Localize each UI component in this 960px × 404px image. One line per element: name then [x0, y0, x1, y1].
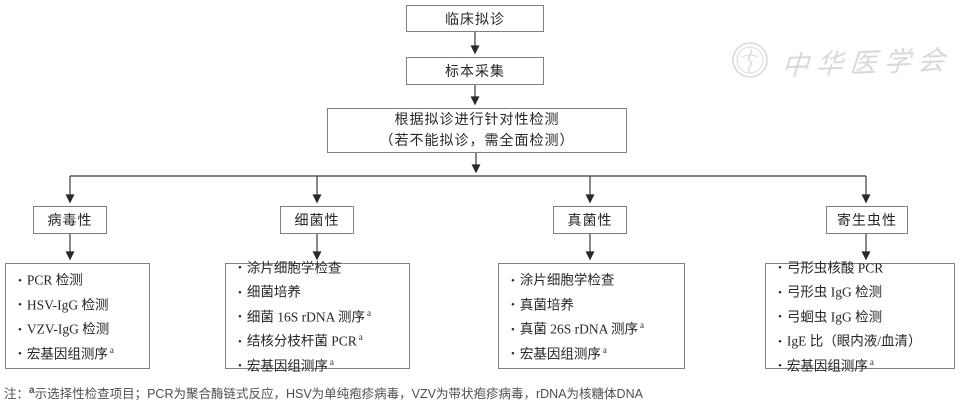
node-targeted-testing-line1: 根据拟诊进行针对性检测	[394, 112, 560, 128]
test-item: 真菌培养	[511, 292, 680, 317]
footnote: 注：a示选择性检查项目；PCR为聚合酶链式反应，HSV为单纯疱疹病毒，VZV为带…	[4, 383, 954, 402]
test-item: IgE 比（眼内液/血清）	[778, 328, 950, 353]
footnote-superscript: a	[29, 384, 35, 396]
cma-logo-icon	[732, 42, 768, 78]
node-targeted-testing-line2: （若不能拟诊，需全面检测）	[379, 133, 575, 149]
node-targeted-testing: 根据拟诊进行针对性检测 （若不能拟诊，需全面检测）	[327, 108, 627, 153]
test-item: HSV-IgG 检测	[18, 292, 145, 317]
test-item: 细菌 16S rDNA 测序a	[238, 304, 405, 329]
test-list-bacterial: 涂片细胞学检查 细菌培养 细菌 16S rDNA 测序a 结核分枝杆菌 PCRa…	[225, 260, 410, 373]
footnote-text: 示选择性检查项目；PCR为聚合酶链式反应，HSV为单纯疱疹病毒，VZV为带状疱疹…	[34, 387, 643, 401]
category-box-fungal: 真菌性	[553, 206, 627, 234]
test-item: 细菌培养	[238, 279, 405, 304]
watermark: 中华医学会	[728, 30, 958, 90]
test-list-parasitic: 弓形虫核酸 PCR 弓形虫 IgG 检测 弓蛔虫 IgG 检测 IgE 比（眼内…	[765, 260, 955, 373]
category-box-parasitic: 寄生虫性	[826, 206, 908, 234]
node-clinical-diagnosis: 临床拟诊	[406, 5, 544, 32]
test-item: 弓形虫核酸 PCR	[778, 255, 950, 280]
test-item: 涂片细胞学检查	[511, 267, 680, 292]
watermark-text: 中华医学会	[780, 44, 953, 81]
category-box-bacterial: 细菌性	[280, 206, 354, 234]
test-item: VZV-IgG 检测	[18, 316, 145, 341]
footnote-prefix: 注：	[4, 387, 30, 401]
test-item: PCR 检测	[18, 267, 145, 292]
node-specimen-collection: 标本采集	[406, 57, 544, 85]
test-item: 弓蛔虫 IgG 检测	[778, 304, 950, 329]
test-item: 弓形虫 IgG 检测	[778, 279, 950, 304]
test-item: 真菌 26S rDNA 测序a	[511, 316, 680, 341]
test-item: 涂片细胞学检查	[238, 255, 405, 280]
category-box-viral: 病毒性	[33, 206, 107, 234]
